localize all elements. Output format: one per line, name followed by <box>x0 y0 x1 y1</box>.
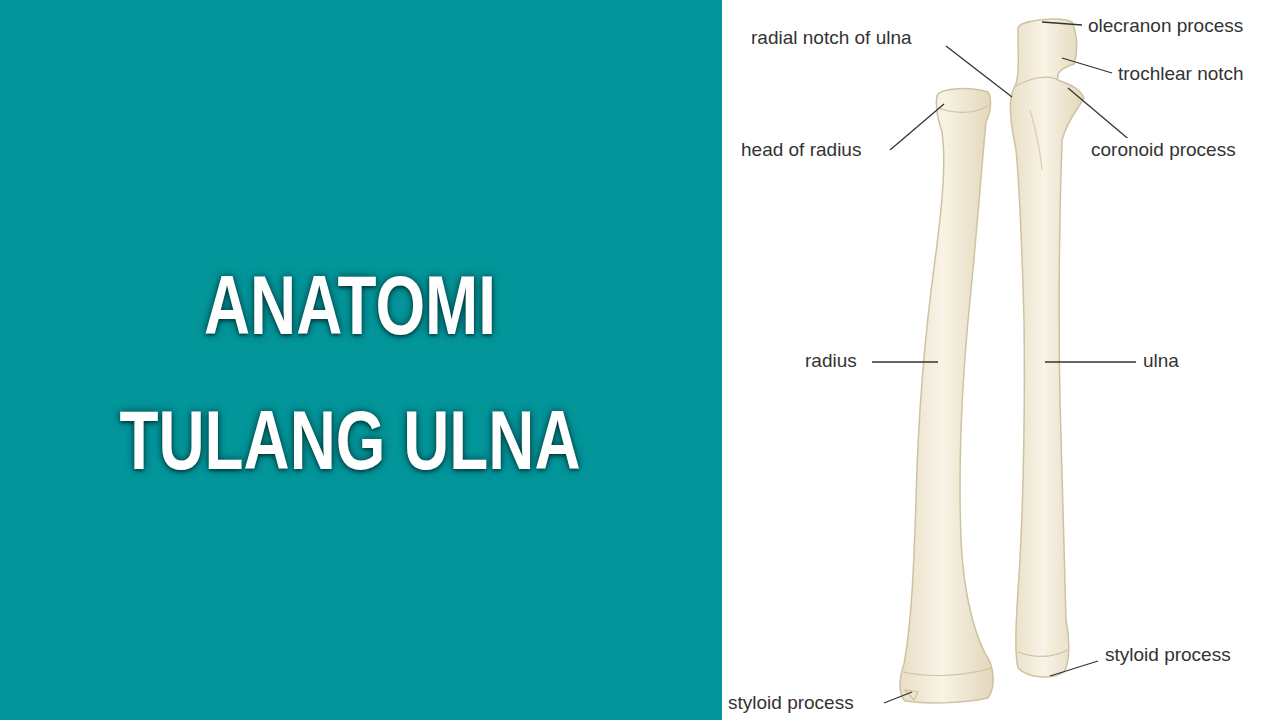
leader-lines <box>872 22 1136 703</box>
radius-bone <box>900 89 993 703</box>
coronoid-shade <box>1030 110 1042 170</box>
part-label: radius <box>804 349 858 373</box>
part-label: trochlear notch <box>1117 62 1245 86</box>
part-label: styloid process <box>1104 643 1232 667</box>
ulna-distal-rim <box>1018 650 1068 656</box>
title-text: ANATOMI TULANG ULNA <box>107 238 593 508</box>
part-label: ulna <box>1142 349 1180 373</box>
trochlear-notch-shade <box>1016 77 1058 86</box>
part-label: radial notch of ulna <box>750 26 913 50</box>
part-label: head of radius <box>740 138 862 162</box>
teal-panel <box>0 0 722 720</box>
part-label: styloid process <box>727 691 855 715</box>
part-label: coronoid process <box>1090 138 1237 162</box>
part-label: olecranon process <box>1087 14 1244 38</box>
ulna-bone <box>1010 19 1084 677</box>
radius-head-rim <box>938 106 988 112</box>
radius-distal-rim <box>903 668 992 675</box>
